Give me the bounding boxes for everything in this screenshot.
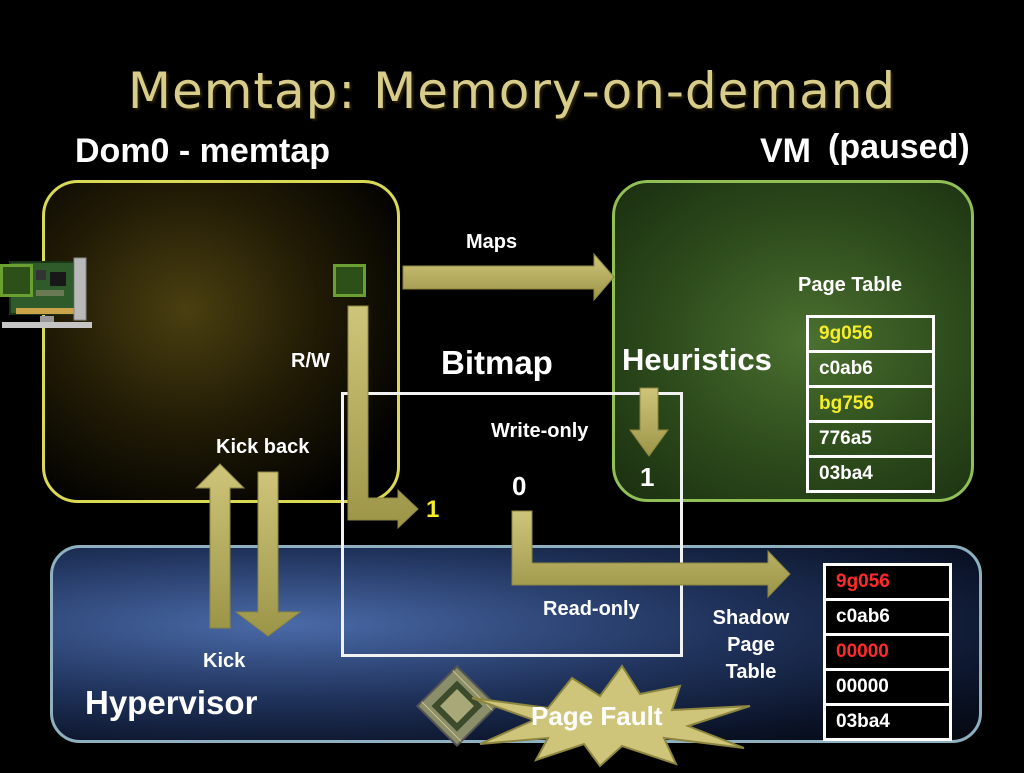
vm-state: (paused) [828, 128, 970, 166]
bitmap-region [341, 392, 683, 657]
kick-arrow [234, 471, 302, 637]
bitmap-bit-left: 1 [426, 496, 440, 523]
dom0-heading: Dom0 - memtap [75, 132, 331, 170]
read-only-arrow [511, 510, 791, 599]
shadow-table-cell: 9g056 [823, 563, 952, 601]
read-only-label: Read-only [543, 598, 640, 620]
table-row: 03ba4 [823, 703, 952, 741]
rw-arrow [347, 305, 419, 530]
hypervisor-label: Hypervisor [85, 684, 258, 721]
write-only-label: Write-only [491, 420, 589, 442]
page-table: 9g056 c0ab6 bg756 776a5 03ba4 [806, 315, 935, 493]
page-table-cell: c0ab6 [806, 350, 935, 388]
kick-back-label: Kick back [216, 436, 310, 458]
heuristics-label: Heuristics [622, 342, 772, 377]
page-table-cell: 9g056 [806, 315, 935, 353]
table-row: 00000 [823, 668, 952, 706]
table-row: c0ab6 [823, 598, 952, 636]
table-row: 9g056 [823, 563, 952, 601]
heuristics-arrow [629, 387, 669, 457]
shadow-table-cell: 00000 [823, 633, 952, 671]
nic-mapped-page [0, 264, 33, 297]
table-row: 03ba4 [806, 455, 935, 493]
vm-heading: VM [760, 132, 811, 170]
page-table-cell: 776a5 [806, 420, 935, 458]
slide-title: Memtap: Memory-on-demand [127, 62, 897, 120]
bitmap-label: Bitmap [441, 344, 553, 381]
maps-label: Maps [466, 231, 518, 253]
shadow-page-table-label: Shadow Page Table [712, 607, 790, 683]
table-row: c0ab6 [806, 350, 935, 388]
kick-label: Kick [203, 650, 246, 672]
dom0-container [42, 180, 400, 503]
cpu-chip-icon [413, 662, 501, 750]
shadow-page-table: 9g056 c0ab6 00000 00000 03ba4 [823, 563, 952, 741]
bitmap-bit-mid: 0 [512, 471, 527, 501]
shadow-table-cell: 03ba4 [823, 703, 952, 741]
starburst-icon [450, 660, 780, 768]
table-row: 776a5 [806, 420, 935, 458]
maps-arrow [402, 252, 615, 302]
page-table-cell: 03ba4 [806, 455, 935, 493]
shadow-table-cell: 00000 [823, 668, 952, 706]
page-table-cell: bg756 [806, 385, 935, 423]
rw-label: R/W [291, 350, 330, 372]
page-table-label: Page Table [798, 274, 903, 296]
dom0-mapped-page [333, 264, 366, 297]
table-row: 9g056 [806, 315, 935, 353]
table-row: 00000 [823, 633, 952, 671]
shadow-table-cell: c0ab6 [823, 598, 952, 636]
bitmap-bit-right: 1 [640, 462, 655, 492]
table-row: bg756 [806, 385, 935, 423]
kick-back-arrow [194, 463, 246, 629]
page-fault-label: Page Fault [531, 701, 663, 731]
